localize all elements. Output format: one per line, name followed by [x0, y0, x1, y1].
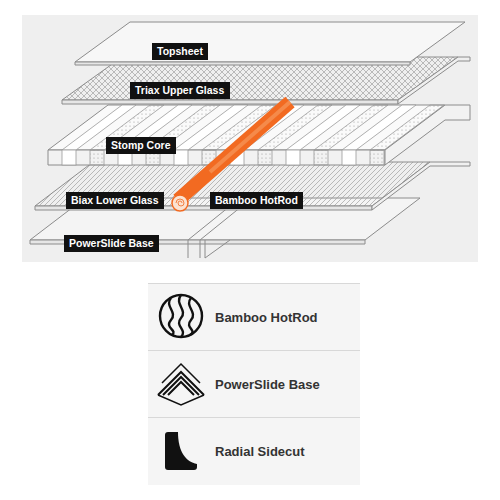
triax-layer: [62, 57, 470, 104]
sidecut-icon: [165, 432, 197, 470]
layer-label: Triax Upper Glass: [130, 82, 230, 99]
layer-name: Topsheet: [157, 45, 203, 58]
feature-table: [148, 283, 360, 485]
layer-name: Stomp Core: [111, 139, 171, 152]
layer-label: PowerSlide Base: [64, 235, 159, 252]
layer-label: Stomp Core: [106, 137, 176, 154]
feature-row: Radial Sidecut: [148, 417, 360, 485]
layer-label: Topsheet: [152, 43, 208, 60]
biax-layer: [35, 162, 470, 210]
topsheet-layer: [75, 22, 465, 65]
feature-name: PowerSlide Base: [215, 377, 320, 392]
illustration-ground: [22, 15, 478, 262]
hotrod-icon: [160, 295, 202, 337]
layer-name: Bamboo HotRod: [215, 194, 298, 207]
feature-name: Radial Sidecut: [215, 444, 305, 459]
layer-label: Biax Lower Glass: [66, 192, 164, 209]
layer-name: Biax Lower Glass: [71, 194, 159, 207]
feature-row: PowerSlide Base: [148, 350, 360, 417]
layer-name: Triax Upper Glass: [135, 84, 225, 97]
feature-row: Bamboo HotRod: [148, 283, 360, 350]
feature-name: Bamboo HotRod: [215, 310, 318, 325]
layer-name: PowerSlide Base: [69, 237, 154, 250]
layer-label: Bamboo HotRod: [210, 192, 303, 209]
base-icon: [158, 364, 204, 405]
